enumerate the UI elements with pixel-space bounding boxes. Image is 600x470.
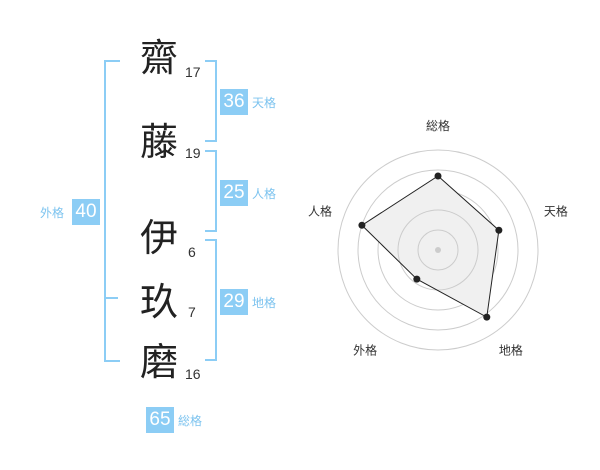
radar-series-line <box>361 175 500 318</box>
gaikaku-bracket-tick <box>104 297 118 299</box>
radar-point-5 <box>358 221 366 229</box>
radar-ring-2 <box>357 169 519 331</box>
name-kanji-3: 伊 <box>140 216 179 260</box>
gaikaku-value-badge: 40 <box>72 199 100 225</box>
radar-ring-inner-2 <box>417 229 459 271</box>
name-kanji-1: 齋 <box>140 36 179 80</box>
stroke-count-4: 7 <box>188 304 196 320</box>
radar-axis-label-5: 人格 <box>308 204 332 219</box>
gaikaku-bracket <box>104 60 120 362</box>
jinkaku-bracket <box>205 150 217 232</box>
name-kanji-2: 藤 <box>140 120 179 164</box>
stroke-count-1: 17 <box>185 64 201 80</box>
radar-axis-label-2: 天格 <box>544 204 568 219</box>
stroke-count-5: 16 <box>185 366 201 382</box>
chikaku-bracket <box>205 239 217 361</box>
stroke-count-3: 6 <box>188 244 196 260</box>
tenkaku-label: 天格 <box>252 96 277 110</box>
radar-center-dot <box>435 247 441 253</box>
chikaku-label: 地格 <box>252 296 277 310</box>
name-kanji-4: 玖 <box>140 280 179 324</box>
radar-point-4 <box>413 275 421 283</box>
radar-point-2 <box>495 226 503 234</box>
radar-point-1 <box>434 172 442 180</box>
jinkaku-value-badge: 25 <box>220 180 248 206</box>
chikaku-value-badge: 29 <box>220 289 248 315</box>
radar-ring-inner-1 <box>397 209 479 291</box>
soukaku-label: 総格 <box>178 414 203 428</box>
name-kanji-5: 磨 <box>140 340 179 384</box>
radar-axis-label-4: 外格 <box>353 342 377 357</box>
radar-area <box>361 176 499 318</box>
jinkaku-label: 人格 <box>252 187 277 201</box>
tenkaku-bracket <box>205 60 217 142</box>
soukaku-value-badge: 65 <box>146 407 174 433</box>
radar-point-3 <box>483 313 491 321</box>
stroke-count-2: 19 <box>185 145 201 161</box>
radar-axis-label-1: 総格 <box>426 118 450 133</box>
gaikaku-label: 外格 <box>40 206 65 220</box>
tenkaku-value-badge: 36 <box>220 89 248 115</box>
radar-axis-label-3: 地格 <box>499 342 523 357</box>
